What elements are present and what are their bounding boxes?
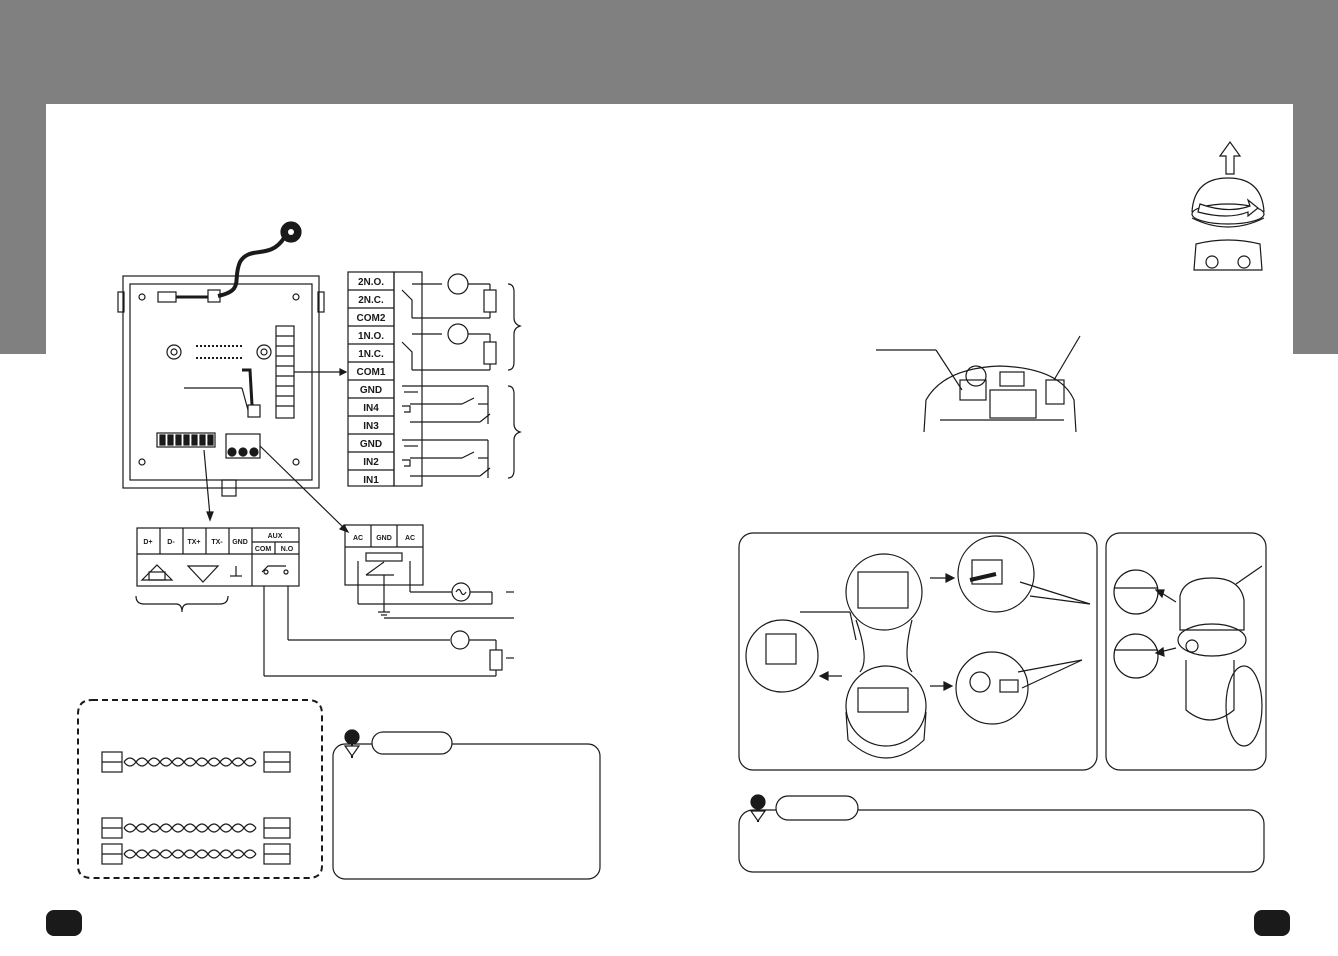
comm-terminal-tx-minus: TX-	[211, 539, 223, 546]
pin-icon	[343, 729, 361, 758]
input-terminal-in4: IN4	[363, 403, 379, 414]
camera-board-figure	[117, 221, 350, 534]
note-box-left	[332, 731, 601, 880]
comm-terminal-gnd: GND	[232, 539, 248, 546]
power-terminal-block	[344, 524, 514, 619]
relay-terminal-com1: COM1	[357, 367, 386, 378]
power-terminal-ac-b: AC	[405, 535, 415, 542]
power-terminal-gnd: GND	[376, 535, 392, 542]
rotate-arrow-icon	[1197, 198, 1259, 218]
rs485-aux-terminal-block	[135, 527, 514, 677]
input-terminal-in1: IN1	[363, 475, 379, 486]
page-tab-left	[46, 910, 82, 936]
power-terminal-ac-a: AC	[353, 535, 363, 542]
alignment-figure-panel	[1105, 532, 1267, 771]
input-terminal-in3: IN3	[363, 421, 379, 432]
relay-terminal-com2: COM2	[357, 313, 386, 324]
input-terminal-gnd-b: GND	[360, 439, 382, 450]
assembly-figure-panel	[738, 532, 1098, 771]
note-box-right	[738, 795, 1265, 873]
aux-com: COM	[255, 546, 272, 553]
comm-terminal-d-minus: D-	[167, 539, 175, 546]
twisted-pair-figure	[77, 699, 323, 879]
left-margin-band	[0, 104, 46, 354]
header-band	[0, 0, 1338, 104]
relay-terminal-1nc: 1N.C.	[358, 349, 384, 360]
input-terminal-in2: IN2	[363, 457, 379, 468]
relay-terminal-1no: 1N.O.	[358, 331, 384, 342]
pin-icon-right	[749, 794, 767, 823]
comm-terminal-tx-plus: TX+	[187, 539, 200, 546]
page-sheet	[46, 104, 1293, 956]
input-terminal-gnd-a: GND	[360, 385, 382, 396]
relay-terminal-2nc: 2N.C.	[358, 295, 384, 306]
relay-terminal-2no: 2N.O.	[358, 277, 384, 288]
comm-terminal-d-plus: D+	[143, 539, 152, 546]
aux-no: N.O	[281, 546, 294, 553]
dome-figure	[1191, 177, 1265, 271]
page-tab-right	[1254, 910, 1290, 936]
arrow-up-icon	[1218, 140, 1242, 175]
camera-base-figure	[876, 335, 1081, 433]
right-margin-band	[1293, 104, 1338, 354]
aux-header: AUX	[268, 533, 283, 540]
relay-input-terminal-block	[347, 271, 522, 487]
